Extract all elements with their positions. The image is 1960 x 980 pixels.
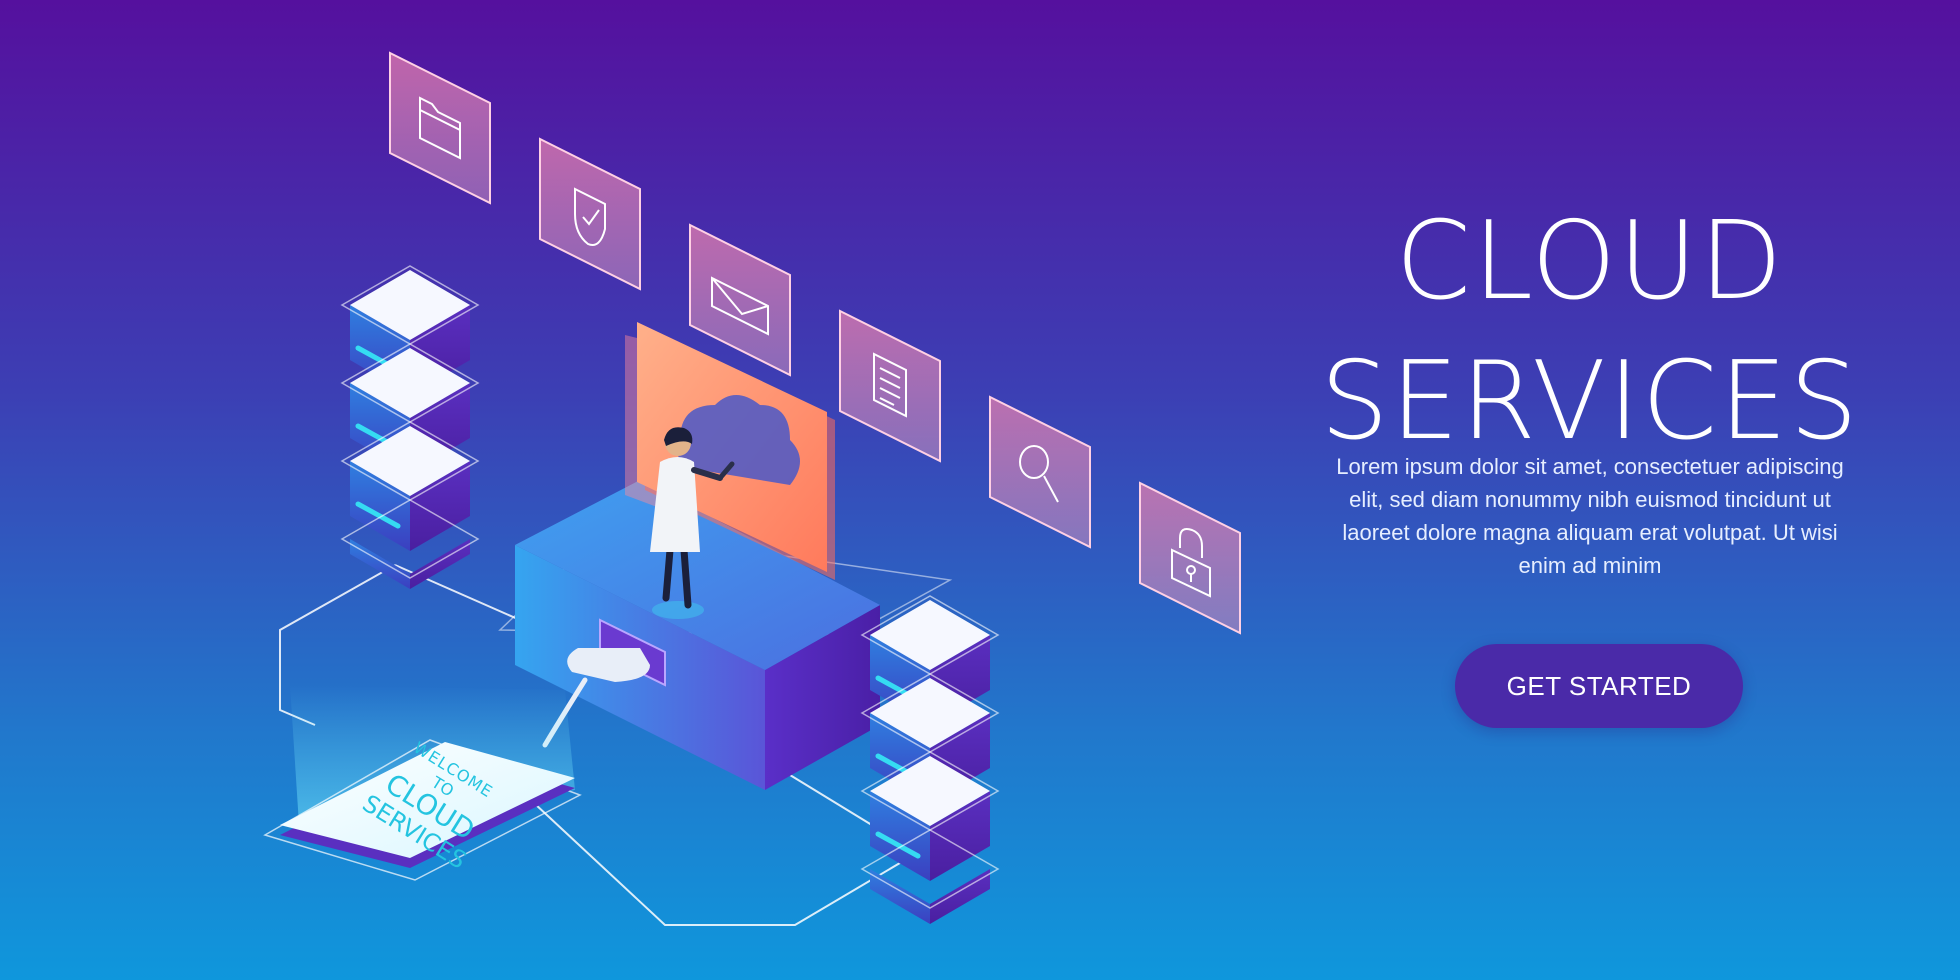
- welcome-tablet: WELCOME TO CLOUD SERVICES: [263, 685, 582, 881]
- folder-icon: [419, 96, 461, 160]
- hero-description: Lorem ipsum dolor sit amet, consectetuer…: [1336, 454, 1844, 578]
- card-padlock: [1139, 481, 1241, 635]
- padlock-icon: [1171, 528, 1211, 598]
- shield-check-icon: [574, 187, 606, 246]
- get-started-button[interactable]: GET STARTED: [1455, 644, 1743, 728]
- card-magnifier: [989, 395, 1091, 549]
- hero-title: CLOUD SERVICES: [1290, 192, 1890, 472]
- document-icon: [873, 352, 907, 418]
- server-rack-left: [340, 265, 480, 589]
- card-folder: [389, 51, 491, 205]
- hero-title-line-2: SERVICES: [1320, 339, 1860, 465]
- central-platform: [498, 480, 953, 790]
- hologram-screen: [625, 322, 835, 580]
- isometric-illustration: WELCOME TO CLOUD SERVICES: [263, 51, 1241, 924]
- server-rack-right: [860, 595, 1000, 924]
- envelope-icon: [711, 276, 769, 336]
- card-shield: [539, 137, 641, 291]
- card-envelope: [689, 223, 791, 377]
- magnifier-icon: [1019, 445, 1059, 503]
- person-figure: [650, 427, 735, 619]
- floating-icon-cards: [389, 51, 1241, 635]
- card-document: [839, 309, 941, 463]
- hero-title-line-1: CLOUD: [1395, 199, 1785, 325]
